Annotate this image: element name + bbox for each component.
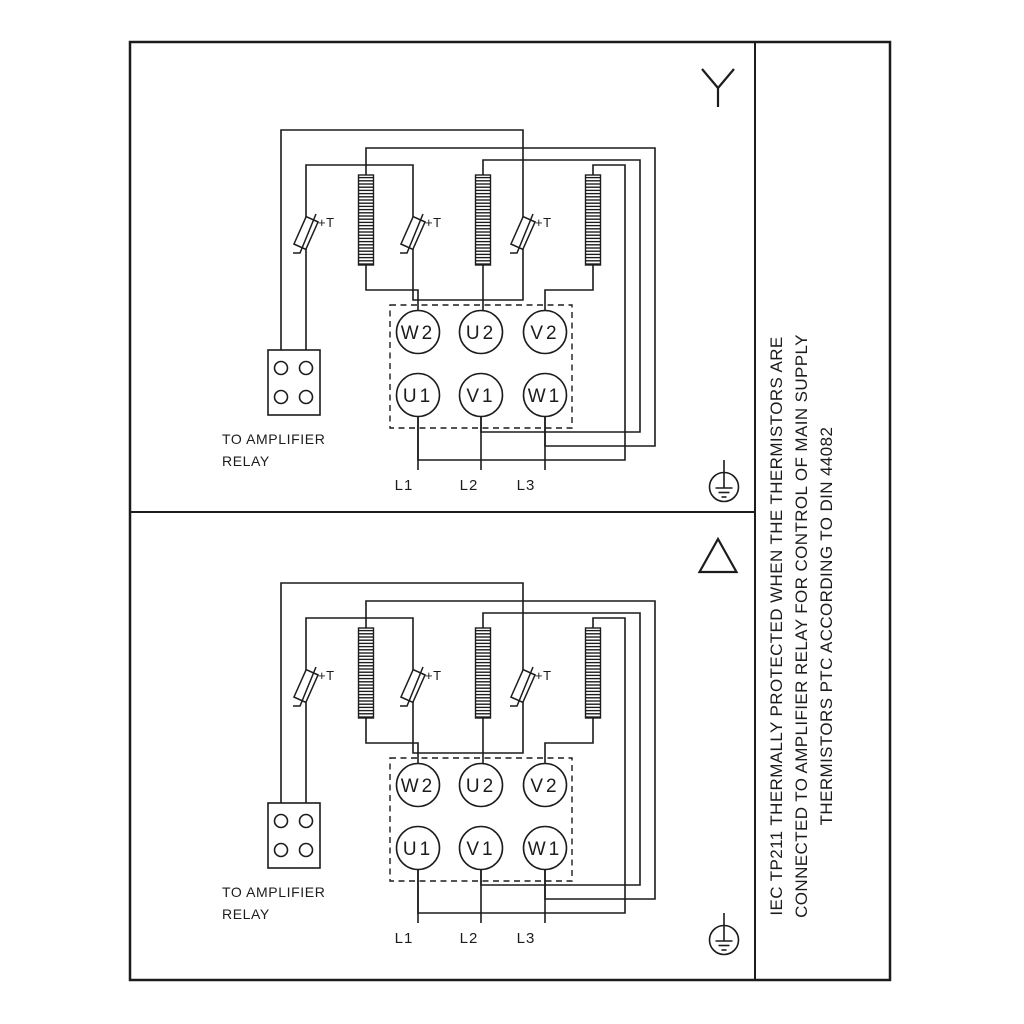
thermistor-label: +T — [318, 215, 335, 230]
supply-label-l2: L2 — [460, 930, 479, 947]
terminal-label-v2: V2 — [530, 323, 559, 344]
panel-wiring-delta — [268, 583, 655, 923]
sidebar-note-line3: THERMISTORS PTC ACCORDING TO DIN 44082 — [817, 427, 836, 826]
sidebar-note-line1: IEC TP211 THERMALLY PROTECTED WHEN THE T… — [767, 336, 786, 915]
thermistor-label: +T — [425, 668, 442, 683]
terminal-label-u1: U1 — [403, 839, 433, 860]
thermistor-label: +T — [318, 668, 335, 683]
supply-label-l2: L2 — [460, 477, 479, 494]
supply-label-l3: L3 — [517, 477, 536, 494]
relay-caption-line2: RELAY — [222, 453, 270, 469]
panel-delta-labels: W2 U2 V2 U1 V1 W1 +T +T +T TO AMPLIFIER … — [222, 668, 563, 947]
relay-caption-line1: TO AMPLIFIER — [222, 884, 325, 900]
terminal-label-u2: U2 — [466, 776, 496, 797]
panel-wiring-star — [268, 130, 655, 470]
terminal-label-w1: W1 — [528, 386, 563, 407]
panel-star-labels: W2 U2 V2 U1 V1 W1 +T +T +T TO AMPLIFIER … — [222, 215, 563, 494]
relay-caption-line2: RELAY — [222, 906, 270, 922]
delta-symbol — [697, 536, 739, 574]
thermistor-label: +T — [535, 215, 552, 230]
ground-icon — [708, 459, 740, 503]
sidebar-note-line2: CONNECTED TO AMPLIFIER RELAY FOR CONTROL… — [792, 334, 811, 918]
terminal-label-v1: V1 — [466, 839, 495, 860]
star-symbol — [701, 68, 735, 107]
thermistor-label: +T — [535, 668, 552, 683]
supply-label-l3: L3 — [517, 930, 536, 947]
supply-label-l1: L1 — [395, 477, 414, 494]
supply-label-l1: L1 — [395, 930, 414, 947]
terminal-label-w2: W2 — [401, 776, 436, 797]
terminal-label-v2: V2 — [530, 776, 559, 797]
sidebar-note: IEC TP211 THERMALLY PROTECTED WHEN THE T… — [767, 334, 836, 918]
terminal-label-u2: U2 — [466, 323, 496, 344]
thermistor-label: +T — [425, 215, 442, 230]
terminal-label-u1: U1 — [403, 386, 433, 407]
ground-icon — [708, 912, 740, 956]
relay-caption-line1: TO AMPLIFIER — [222, 431, 325, 447]
terminal-label-w1: W1 — [528, 839, 563, 860]
terminal-label-w2: W2 — [401, 323, 436, 344]
terminal-label-v1: V1 — [466, 386, 495, 407]
